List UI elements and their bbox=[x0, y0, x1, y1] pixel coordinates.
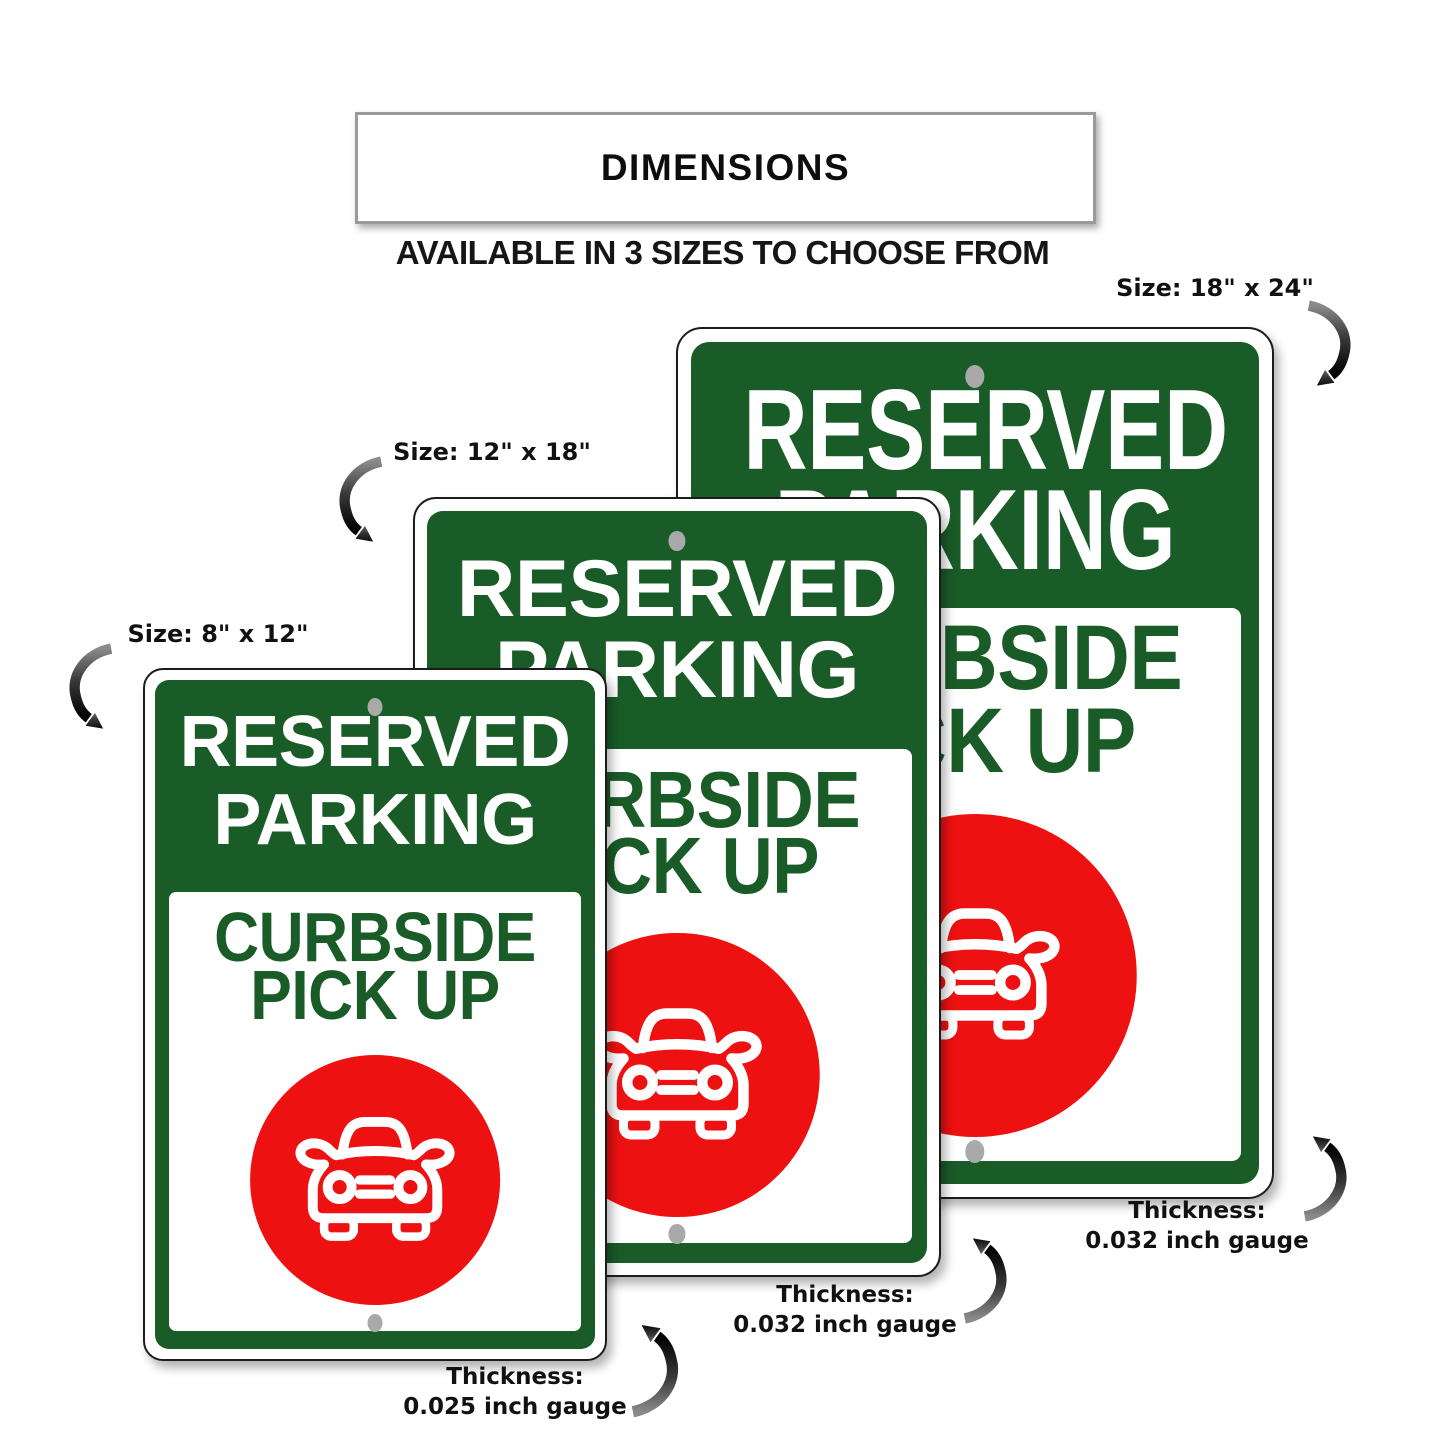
dimensions-title: DIMENSIONS bbox=[600, 147, 851, 188]
size-label-8x12: Size: 8" x 12" bbox=[127, 620, 309, 648]
thickness-value: 0.025 inch gauge bbox=[403, 1394, 627, 1421]
thickness-caption: Thickness: bbox=[446, 1364, 584, 1390]
mounting-hole-top bbox=[965, 364, 985, 388]
thickness-label-12x18: Thickness: 0.032 inch gauge bbox=[733, 1280, 956, 1341]
car-badge bbox=[250, 1055, 500, 1305]
sign-title-line1: RESERVED bbox=[456, 544, 898, 635]
available-sizes-subtitle: AVAILABLE IN 3 SIZES TO CHOOSE FROM bbox=[395, 234, 1050, 271]
dimensions-header-box: DIMENSIONS bbox=[355, 112, 1096, 224]
mounting-hole-bottom bbox=[965, 1139, 985, 1163]
sign-title: RESERVED PARKING bbox=[145, 701, 605, 860]
curved-arrow-icon bbox=[1284, 295, 1356, 397]
thickness-label-18x24: Thickness: 0.032 inch gauge bbox=[1085, 1196, 1308, 1257]
thickness-value: 0.032 inch gauge bbox=[733, 1312, 957, 1339]
mounting-hole-top bbox=[668, 530, 686, 552]
car-icon bbox=[290, 1105, 460, 1255]
mounting-hole-bottom bbox=[668, 1223, 686, 1245]
sign-body-text: CURBSIDE PICK UP bbox=[170, 897, 579, 1034]
thickness-label-8x12: Thickness: 0.025 inch gauge bbox=[403, 1362, 626, 1423]
sign-title-line1: RESERVED bbox=[179, 701, 571, 782]
sign-8x12: RESERVED PARKING CURBSIDE PICK UP bbox=[143, 668, 607, 1361]
thickness-value: 0.032 inch gauge bbox=[1085, 1228, 1309, 1255]
mounting-hole-bottom bbox=[367, 1313, 383, 1332]
sign-title-line2: PARKING bbox=[213, 779, 537, 860]
sign-title-line1: RESERVED bbox=[743, 367, 1228, 495]
car-icon bbox=[580, 1000, 773, 1150]
sign-body-line2: PICK UP bbox=[250, 955, 500, 1034]
curved-arrow-icon bbox=[64, 636, 136, 742]
size-label-18x24: Size: 18" x 24" bbox=[1116, 274, 1314, 302]
sign-body-line1: CURBSIDE bbox=[214, 897, 536, 976]
thickness-caption: Thickness: bbox=[776, 1282, 914, 1308]
size-label-12x18: Size: 12" x 18" bbox=[393, 438, 591, 466]
mounting-hole-top bbox=[367, 698, 383, 717]
thickness-caption: Thickness: bbox=[1128, 1198, 1266, 1224]
